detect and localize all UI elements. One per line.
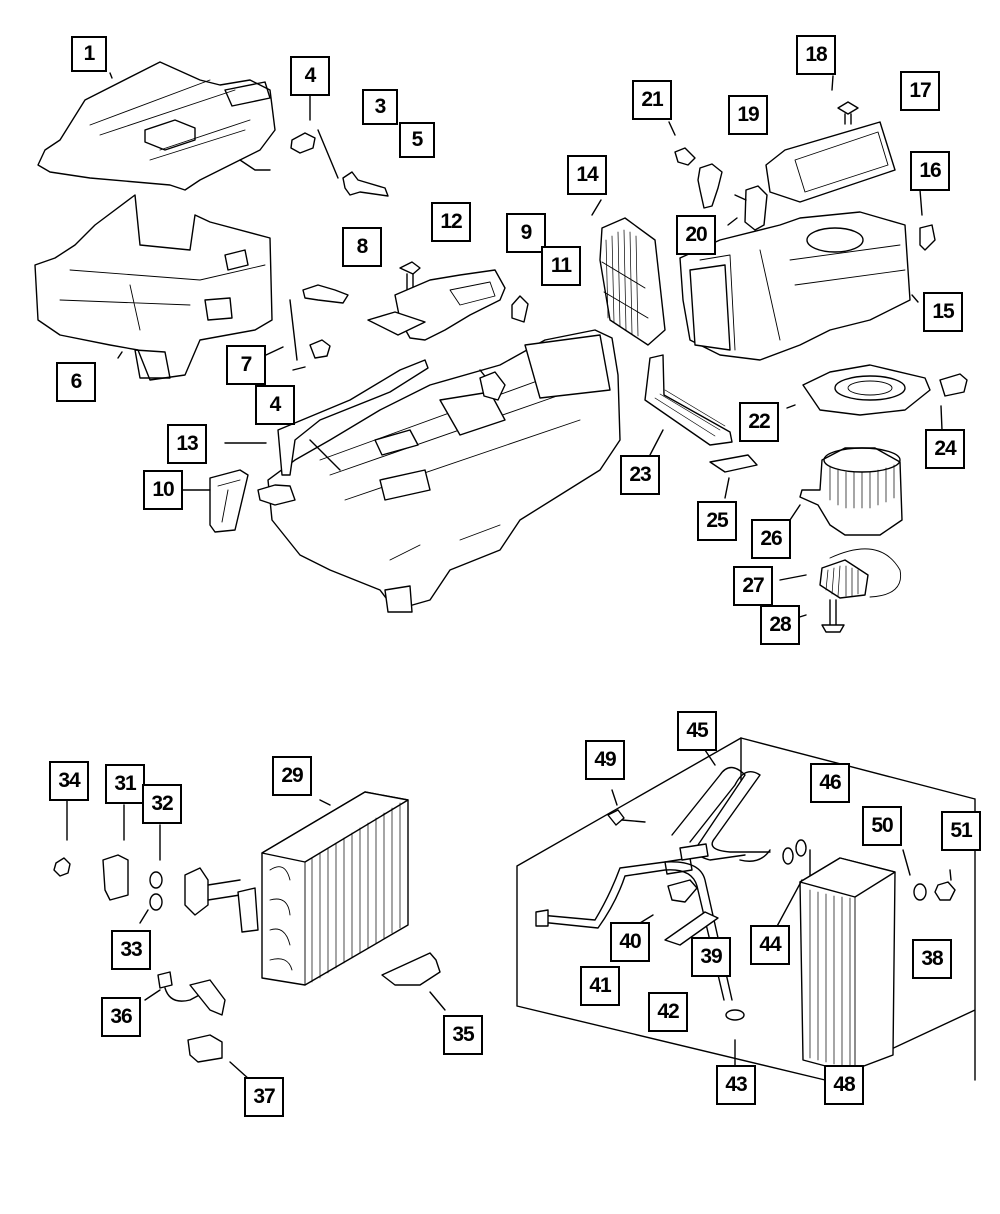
- bracket-part-39: [664, 911, 719, 946]
- leader-lines: [66, 59, 952, 1081]
- callout-38[interactable]: 38: [912, 939, 952, 979]
- callout-50[interactable]: 50: [862, 806, 902, 846]
- heater-tubes-part-45: [664, 766, 771, 875]
- actuator-parts-3-4-5: [289, 129, 389, 361]
- callout-42[interactable]: 42: [648, 992, 688, 1032]
- callout-48[interactable]: 48: [824, 1065, 864, 1105]
- callout-43[interactable]: 43: [716, 1065, 756, 1105]
- nut-part-34: [53, 857, 71, 877]
- callout-13[interactable]: 13: [167, 424, 207, 464]
- callout-46[interactable]: 46: [810, 763, 850, 803]
- orings-parts-32-33: [149, 871, 163, 911]
- callout-32[interactable]: 32: [142, 784, 182, 824]
- callout-12[interactable]: 12: [431, 202, 471, 242]
- lower-housing-part-6: [34, 194, 273, 381]
- callout-7[interactable]: 7: [226, 345, 266, 385]
- clips-parts-50-51: [913, 881, 956, 901]
- callout-45[interactable]: 45: [677, 711, 717, 751]
- sensor-part-36: [157, 971, 226, 1016]
- seal-part-40: [667, 879, 698, 903]
- heater-core-part-48: [799, 857, 896, 1073]
- blower-plate-part-22: [802, 364, 931, 416]
- orings-part-44: [782, 839, 807, 865]
- callout-41[interactable]: 41: [580, 966, 620, 1006]
- callout-4-upper[interactable]: 4: [290, 56, 330, 96]
- callout-15[interactable]: 15: [923, 292, 963, 332]
- bracket-part-35: [381, 952, 441, 986]
- callout-21[interactable]: 21: [632, 80, 672, 120]
- heater-box-outline: [516, 737, 976, 1081]
- callout-5[interactable]: 5: [399, 122, 435, 158]
- callout-36[interactable]: 36: [101, 997, 141, 1037]
- callout-22[interactable]: 22: [739, 402, 779, 442]
- callout-9[interactable]: 9: [506, 213, 546, 253]
- callout-44[interactable]: 44: [750, 925, 790, 965]
- blower-motor-part-26: [799, 447, 903, 536]
- callout-24[interactable]: 24: [925, 429, 965, 469]
- callout-4-lower[interactable]: 4: [255, 385, 295, 425]
- callout-16[interactable]: 16: [910, 151, 950, 191]
- valve-part-31: [102, 854, 129, 901]
- connector-part-24: [939, 373, 968, 397]
- callout-26[interactable]: 26: [751, 519, 791, 559]
- callout-49[interactable]: 49: [585, 740, 625, 780]
- bracket-part-13: [277, 359, 429, 476]
- callout-29[interactable]: 29: [272, 756, 312, 796]
- connector-part-37: [187, 1034, 223, 1063]
- clip-part-16: [919, 224, 936, 251]
- filter-door-part-10: [209, 469, 249, 533]
- callout-8[interactable]: 8: [342, 227, 382, 267]
- callout-31[interactable]: 31: [105, 764, 145, 804]
- callout-28[interactable]: 28: [760, 605, 800, 645]
- floor-duct-part-23: [644, 354, 733, 446]
- callout-6[interactable]: 6: [56, 362, 96, 402]
- callout-10[interactable]: 10: [143, 470, 183, 510]
- filter-frame-part-17: [765, 121, 896, 203]
- clip-part-9-11: [511, 295, 529, 323]
- callout-35[interactable]: 35: [443, 1015, 483, 1055]
- oring-part-43: [725, 1009, 745, 1021]
- cabin-filter-part-14: [599, 217, 666, 346]
- callout-25[interactable]: 25: [697, 501, 737, 541]
- callout-20[interactable]: 20: [676, 215, 716, 255]
- callout-23[interactable]: 23: [620, 455, 660, 495]
- bolt-part-49: [607, 809, 646, 826]
- callout-3[interactable]: 3: [362, 89, 398, 125]
- actuator-parts-19-20-21: [674, 147, 768, 231]
- callout-39[interactable]: 39: [691, 937, 731, 977]
- evaporator-part-29: [261, 791, 409, 986]
- expansion-valve-lines: [184, 867, 259, 933]
- bracket-part-25: [709, 454, 758, 473]
- callout-27[interactable]: 27: [733, 566, 773, 606]
- callout-18[interactable]: 18: [796, 35, 836, 75]
- callout-51[interactable]: 51: [941, 811, 981, 851]
- callout-14[interactable]: 14: [567, 155, 607, 195]
- callout-1[interactable]: 1: [71, 36, 107, 72]
- screw-part-28: [821, 599, 845, 633]
- resistor-part-27: [819, 548, 902, 599]
- upper-housing-part-1: [37, 61, 276, 191]
- callout-34[interactable]: 34: [49, 761, 89, 801]
- callout-17[interactable]: 17: [900, 71, 940, 111]
- callout-33[interactable]: 33: [111, 930, 151, 970]
- duct-part-12: [367, 269, 506, 341]
- callout-40[interactable]: 40: [610, 922, 650, 962]
- callout-11[interactable]: 11: [541, 246, 581, 286]
- main-hvac-assembly: [257, 329, 621, 613]
- inlet-tube-part-40-41: [535, 861, 733, 1001]
- screw-part-18: [837, 101, 859, 125]
- blower-housing-part-15: [679, 211, 911, 361]
- callout-37[interactable]: 37: [244, 1077, 284, 1117]
- callout-19[interactable]: 19: [728, 95, 768, 135]
